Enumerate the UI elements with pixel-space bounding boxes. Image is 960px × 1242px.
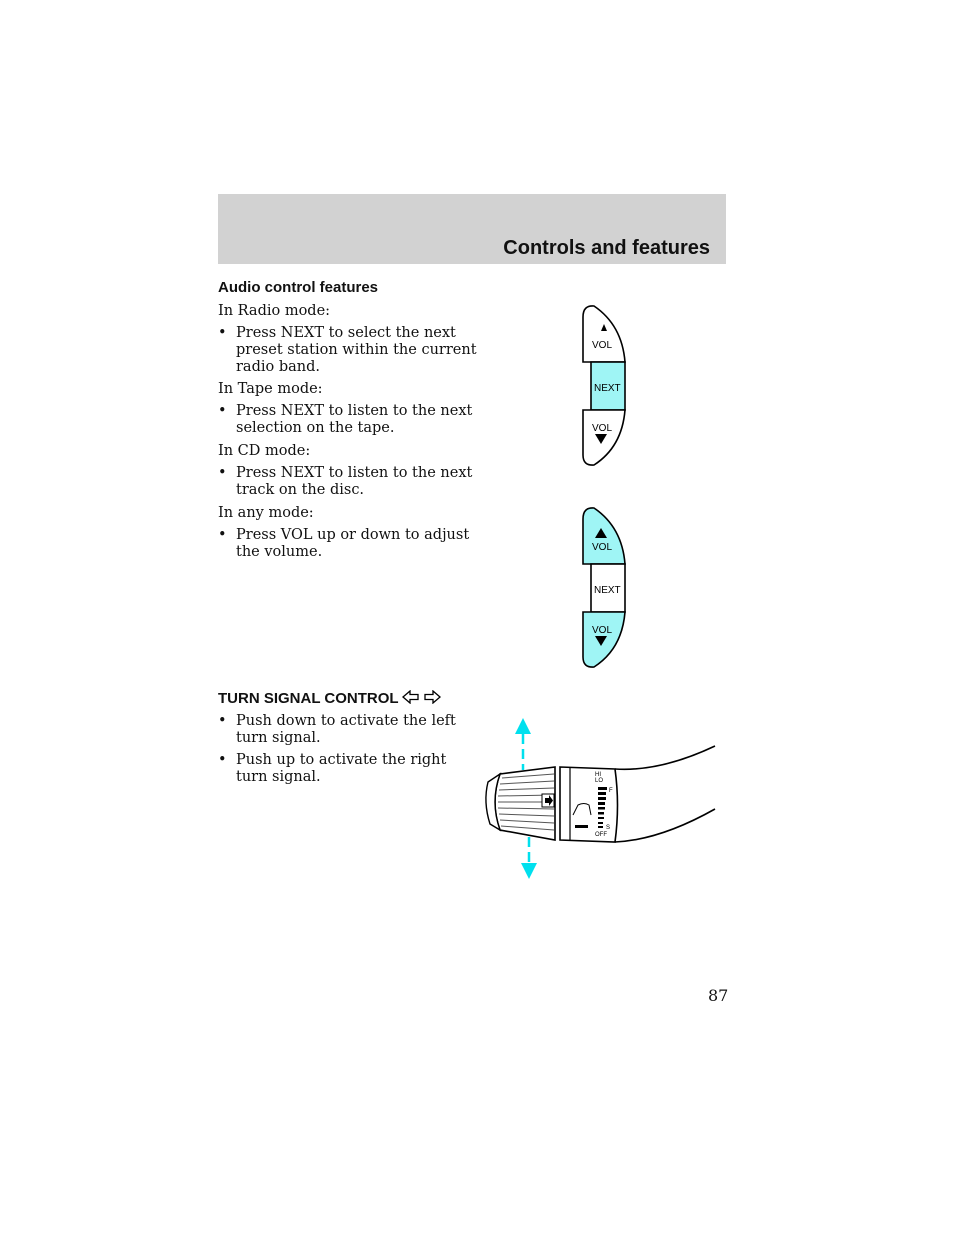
lo-label: LO — [595, 778, 603, 784]
audio-heading: Audio control features — [218, 279, 379, 296]
bullet: • — [218, 325, 227, 341]
bullet: • — [218, 465, 227, 481]
lever-stalk — [614, 745, 716, 843]
down-triangle-icon — [595, 434, 607, 444]
turn-right-bullet: • Push up to activate the right turn sign… — [218, 752, 476, 786]
up-arrow-icon — [515, 718, 531, 770]
off-label: OFF — [595, 832, 607, 838]
bullet-text: Push down to activate the left turn sign… — [236, 713, 456, 746]
steering-buttons-next-highlight: VOL NEXT VOL — [582, 305, 626, 466]
bullet: • — [218, 403, 227, 419]
next-label: NEXT — [594, 383, 621, 394]
turn-signal-heading: TURN SIGNAL CONTROL — [218, 689, 442, 707]
next-button — [590, 563, 626, 613]
steering-buttons-vol-highlight: VOL NEXT VOL — [582, 507, 626, 668]
bullet: • — [218, 713, 227, 729]
tape-bullet: • Press NEXT to listen to the next select… — [218, 403, 486, 437]
radio-bullet: • Press NEXT to select the next preset st… — [218, 325, 486, 376]
section-title: Controls and features — [503, 237, 710, 259]
any-bullet: • Press VOL up or down to adjust the volu… — [218, 527, 476, 561]
section-header: Controls and features — [218, 194, 726, 264]
bullet-text: Press VOL up or down to adjust the volum… — [236, 527, 470, 560]
wiper-speed-bars — [598, 787, 607, 828]
right-arrow-icon — [545, 795, 553, 806]
radio-mode-label: In Radio mode: — [218, 303, 331, 319]
cd-mode-label: In CD mode: — [218, 443, 311, 459]
up-triangle-icon — [601, 324, 607, 331]
cd-bullet: • Press NEXT to listen to the next track … — [218, 465, 486, 499]
f-label: F — [609, 788, 613, 794]
bullet: • — [218, 527, 227, 543]
vol-label: VOL — [592, 340, 612, 351]
bullet-text: Press NEXT to listen to the next track o… — [236, 465, 473, 498]
bullet-text: Push up to activate the right turn signa… — [236, 752, 447, 785]
vol-up-button — [582, 305, 626, 363]
any-mode-label: In any mode: — [218, 505, 314, 521]
next-label: NEXT — [594, 585, 621, 596]
hi-label: HI — [595, 772, 601, 778]
bullet: • — [218, 752, 227, 768]
down-arrow-icon — [521, 837, 537, 879]
bullet-text: Press NEXT to select the next preset sta… — [236, 325, 477, 375]
wiper-icon — [572, 803, 592, 816]
bullet-text: Press NEXT to listen to the next selecti… — [236, 403, 473, 436]
up-triangle-icon — [595, 528, 607, 538]
down-triangle-icon — [595, 636, 607, 646]
vol-label: VOL — [592, 542, 612, 553]
page-number: 87 — [708, 986, 729, 1005]
vol-label: VOL — [592, 625, 612, 636]
turn-left-bullet: • Push down to activate the left turn sig… — [218, 713, 486, 747]
s-label: S — [606, 825, 610, 831]
turn-signal-heading-text: TURN SIGNAL CONTROL — [218, 690, 399, 707]
tape-mode-label: In Tape mode: — [218, 381, 323, 397]
turn-signal-arrows-icon — [402, 689, 442, 705]
turn-signal-lever-diagram: HI LO F S OFF — [485, 718, 716, 879]
vol-label: VOL — [592, 423, 612, 434]
